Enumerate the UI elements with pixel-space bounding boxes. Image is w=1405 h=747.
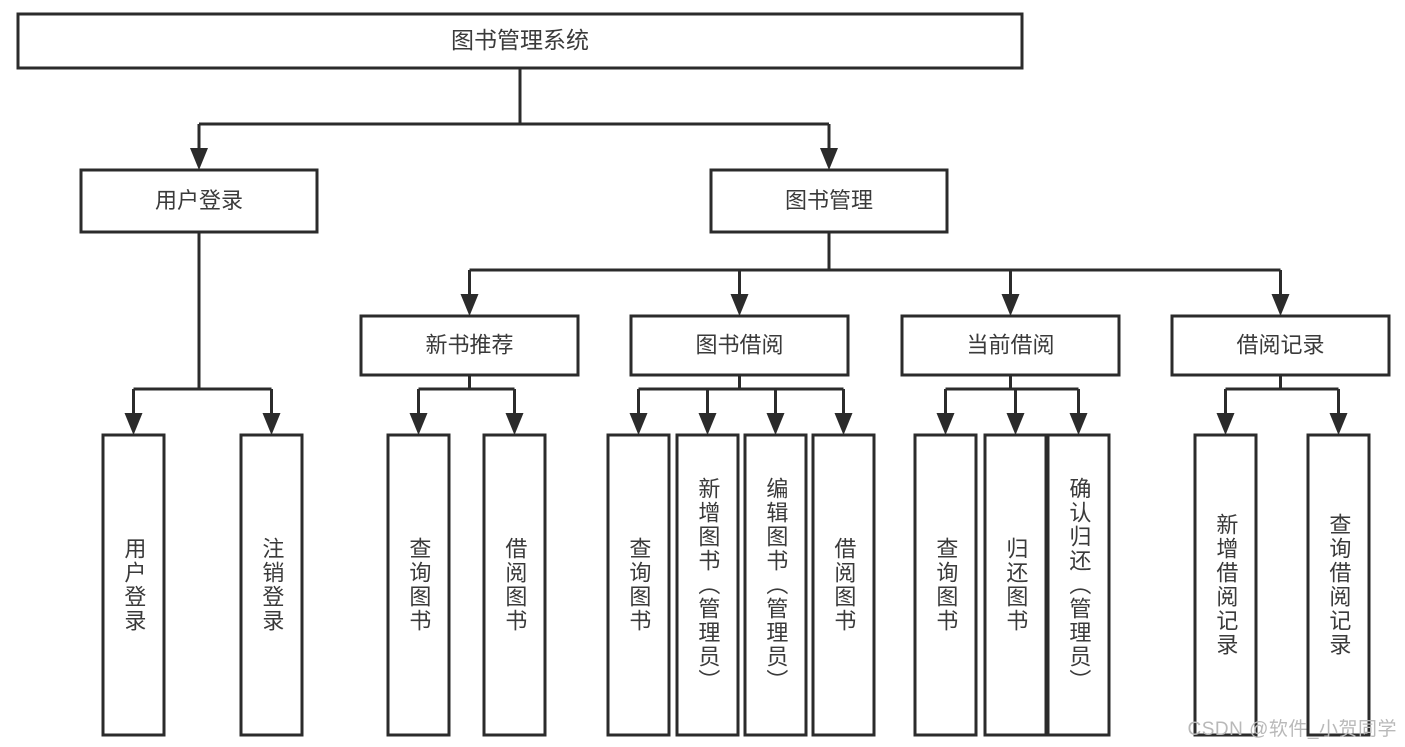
node-box-leaf-3: [482, 433, 547, 737]
arrow-head-icon: [1006, 413, 1025, 435]
node-label-level2-1: 图书管理: [785, 188, 873, 213]
node-box-leaf-9: [983, 433, 1048, 737]
node-box-level3-0: [359, 314, 580, 377]
node-label-level2-0: 用户登录: [155, 188, 243, 213]
node-box-leaf-0: [101, 433, 166, 737]
arrow-head-icon: [1271, 294, 1290, 316]
arrow-head-icon: [124, 413, 143, 435]
node-box-level2-1: [709, 168, 949, 234]
arrow-head-icon: [1329, 413, 1348, 435]
arrow-head-icon: [820, 148, 838, 170]
arrow-head-icon: [1001, 294, 1020, 316]
connectors-layer: [124, 68, 1348, 435]
arrow-head-icon: [629, 413, 648, 435]
arrow-head-icon: [834, 413, 853, 435]
watermark-text: CSDN @软件_小贺同学: [1187, 719, 1397, 740]
node-label-root: 图书管理系统: [451, 27, 589, 53]
node-box-leaf-6: [743, 433, 808, 737]
node-box-leaf-5: [675, 433, 740, 737]
arrow-head-icon: [409, 413, 428, 435]
node-box-leaf-2: [386, 433, 451, 737]
arrow-head-icon: [936, 413, 955, 435]
node-box-leaf-8: [913, 433, 978, 737]
node-box-root: [16, 12, 1024, 70]
arrow-head-icon: [766, 413, 785, 435]
arrow-head-icon: [1216, 413, 1235, 435]
boxes-layer: [16, 12, 1391, 737]
node-label-level3-1: 图书借阅: [695, 332, 783, 357]
arrow-head-icon: [505, 413, 524, 435]
node-box-leaf-7: [811, 433, 876, 737]
arrow-head-icon: [698, 413, 717, 435]
node-box-leaf-12: [1306, 433, 1371, 737]
node-box-leaf-1: [239, 433, 304, 737]
node-label-level3-2: 当前借阅: [966, 332, 1054, 357]
node-box-level3-3: [1170, 314, 1391, 377]
node-box-level2-0: [79, 168, 319, 234]
node-label-level3-3: 借阅记录: [1236, 332, 1324, 357]
arrow-head-icon: [460, 294, 479, 316]
arrow-head-icon: [730, 294, 749, 316]
node-box-level3-2: [900, 314, 1121, 377]
node-label-level3-0: 新书推荐: [425, 332, 513, 357]
arrow-head-icon: [262, 413, 281, 435]
node-box-level3-1: [629, 314, 850, 377]
node-box-leaf-11: [1193, 433, 1258, 737]
node-box-leaf-10: [1046, 433, 1111, 737]
arrow-head-icon: [190, 148, 208, 170]
node-box-leaf-4: [606, 433, 671, 737]
arrow-head-icon: [1069, 413, 1088, 435]
